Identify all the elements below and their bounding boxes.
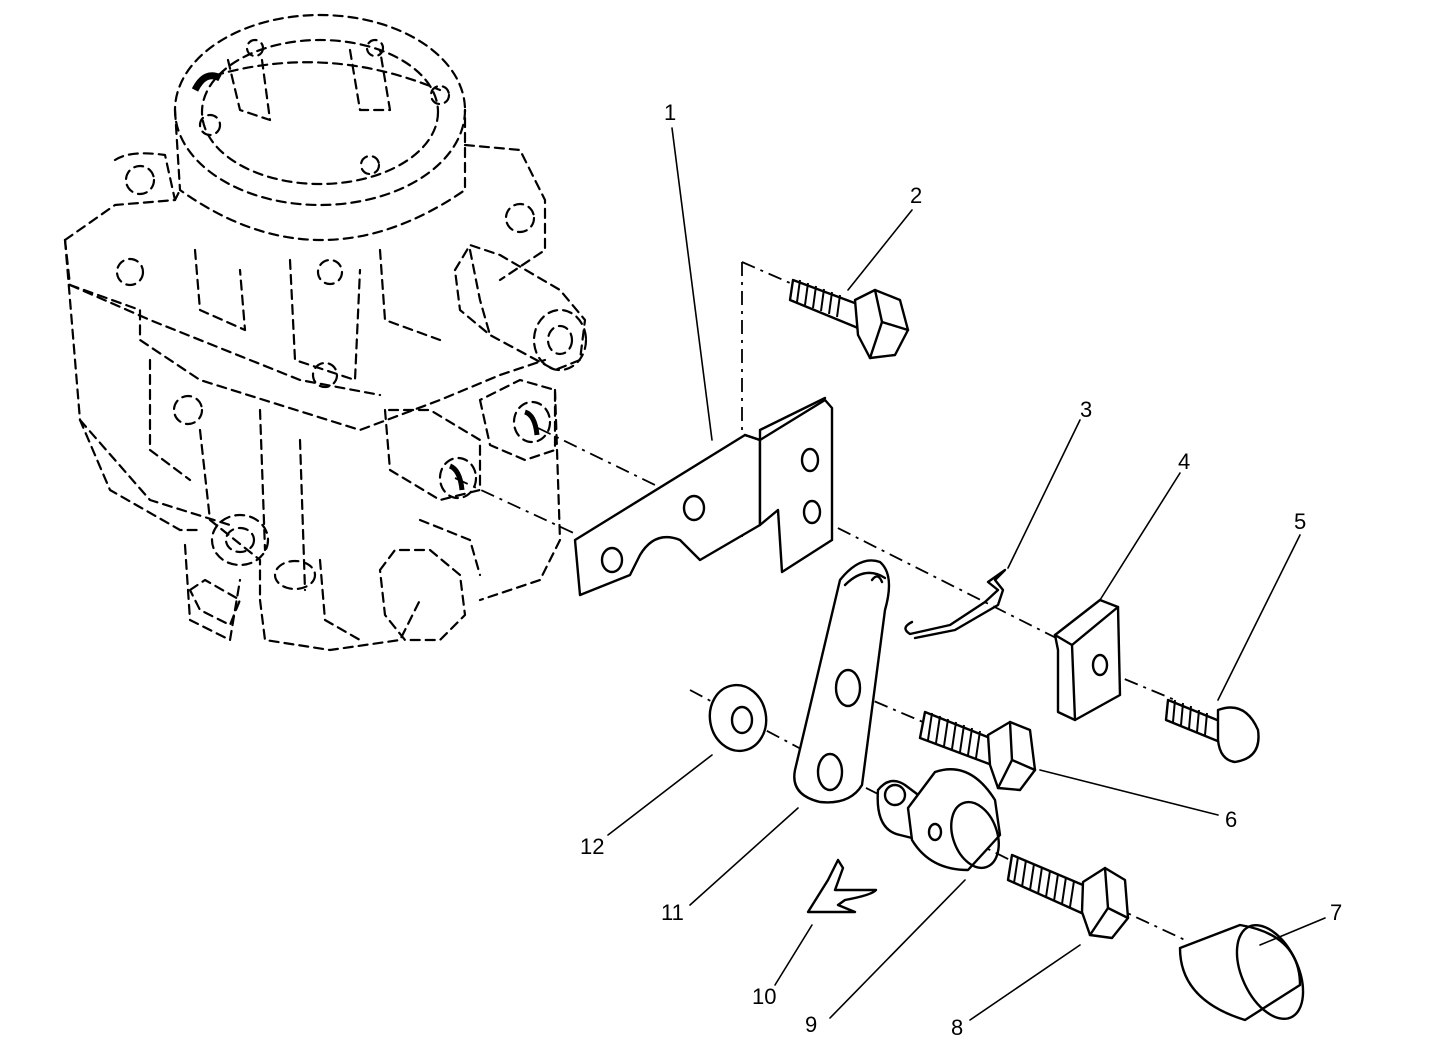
callout-4: 4 [1178,449,1190,474]
part-8-bolt [1006,853,1130,940]
part-10-clip [806,858,878,914]
part-9-swivel [876,768,1002,872]
part-7-cap [1178,923,1305,1022]
callout-6: 6 [1225,807,1237,832]
callout-1: 1 [664,100,676,125]
part-12-washer [708,683,768,753]
part-1-bracket [573,396,834,597]
carburetor-body [63,13,588,652]
callout-9: 9 [805,1012,817,1037]
callout-5: 5 [1294,509,1306,534]
leader-lines [607,127,1326,1021]
assembly-center-lines [454,261,1186,941]
callout-10: 10 [752,984,776,1009]
part-3-spring [904,568,1007,640]
part-2-bolt [788,278,910,360]
part-4-clamp [1053,598,1122,722]
callout-11: 11 [661,900,684,925]
callout-labels: 1 2 3 4 5 6 7 8 9 10 11 12 [580,100,1342,1040]
callout-3: 3 [1080,397,1092,422]
part-6-bolt [918,710,1037,792]
part-11-lever [793,559,891,804]
callout-12: 12 [580,834,604,859]
callout-2: 2 [910,183,922,208]
part-5-screw [1164,698,1260,764]
callout-7: 7 [1330,900,1342,925]
callout-8: 8 [951,1015,963,1040]
